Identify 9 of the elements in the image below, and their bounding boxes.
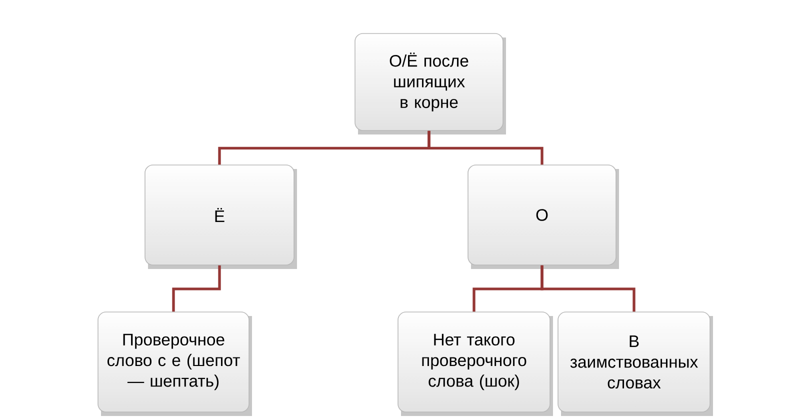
text-box: О: [468, 164, 619, 269]
connector-line: [172, 265, 221, 312]
text-box: О/Ё после шипящих в корне: [354, 33, 506, 134]
text-box: Нет такого проверочного слова (шок): [398, 312, 553, 416]
text-box: В заимствованных словах: [558, 312, 713, 416]
connector-line: [540, 265, 636, 312]
text-box: Ё: [144, 164, 297, 269]
text-box: Проверочное слово с е (шепот — шептать): [98, 312, 252, 416]
connector-line: [428, 130, 544, 165]
